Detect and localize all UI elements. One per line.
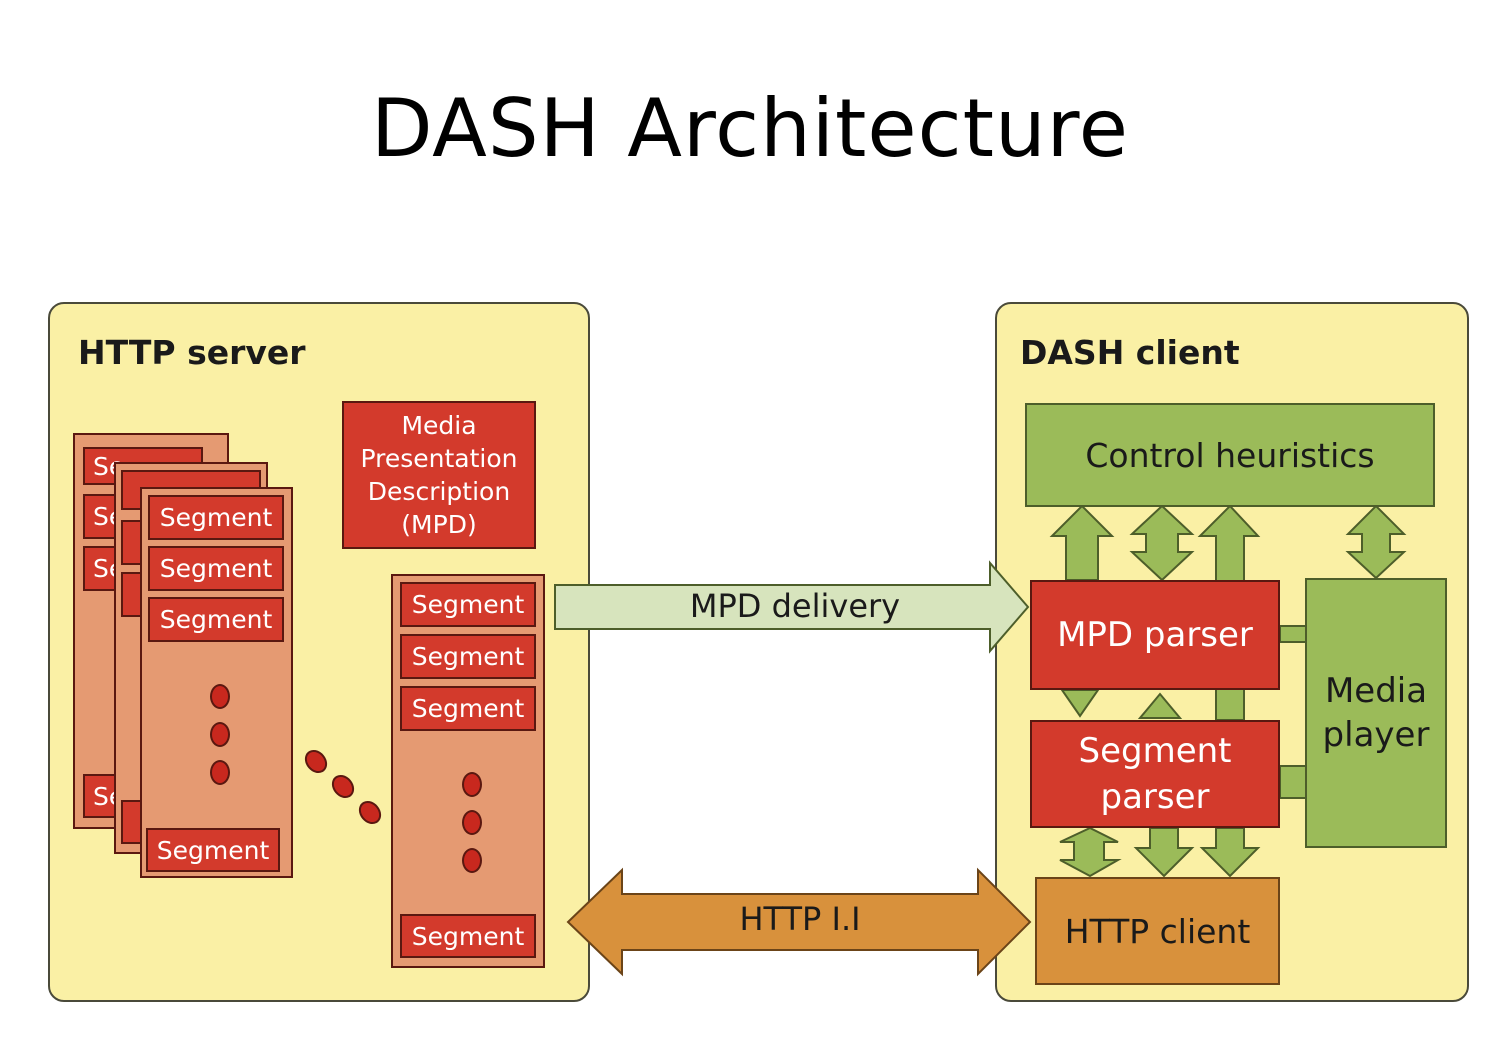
down-arrow	[1060, 689, 1100, 718]
ellipsis-dot	[462, 810, 482, 835]
double-arrow	[1129, 504, 1195, 582]
down-arrow	[1133, 827, 1195, 878]
segment-box: Segment	[146, 828, 280, 872]
double-arrow	[1345, 504, 1407, 580]
page-title: DASH Architecture	[370, 82, 1130, 175]
up-arrow	[1137, 692, 1183, 719]
ellipsis-dot	[210, 722, 230, 747]
down-arrow	[1199, 827, 1261, 878]
segment-box: Segment	[148, 546, 284, 591]
segment-box: Segment	[148, 495, 284, 540]
segment-box: Segment	[400, 686, 536, 731]
segment-box: Segment	[400, 582, 536, 627]
ellipsis-dot	[462, 772, 482, 797]
media-player-box: Media player	[1305, 578, 1447, 848]
segment-box: Segment	[400, 634, 536, 679]
ellipsis-dot	[462, 848, 482, 873]
mpd-delivery-label: MPD delivery	[689, 587, 901, 625]
ellipsis-dot	[210, 760, 230, 785]
double-arrow	[1059, 826, 1122, 878]
segment-box: Segment	[400, 914, 536, 958]
mpd-box: Media Presentation Description (MPD)	[342, 401, 536, 549]
mpd-parser-box: MPD parser	[1030, 580, 1280, 690]
http-label: HTTP I.I	[739, 900, 861, 938]
mpd-delivery-arrow	[554, 560, 1030, 654]
control-heuristics-box: Control heuristics	[1025, 403, 1435, 507]
http-double-arrow	[566, 867, 1032, 977]
segment-parser-box: Segment parser	[1030, 720, 1280, 828]
up-arrow	[1049, 504, 1115, 581]
dash-client-title: DASH client	[1020, 333, 1240, 372]
segment-box: Segment	[148, 597, 284, 642]
http-server-title: HTTP server	[78, 333, 306, 372]
ellipsis-dot	[210, 684, 230, 709]
http-client-box: HTTP client	[1035, 877, 1280, 985]
